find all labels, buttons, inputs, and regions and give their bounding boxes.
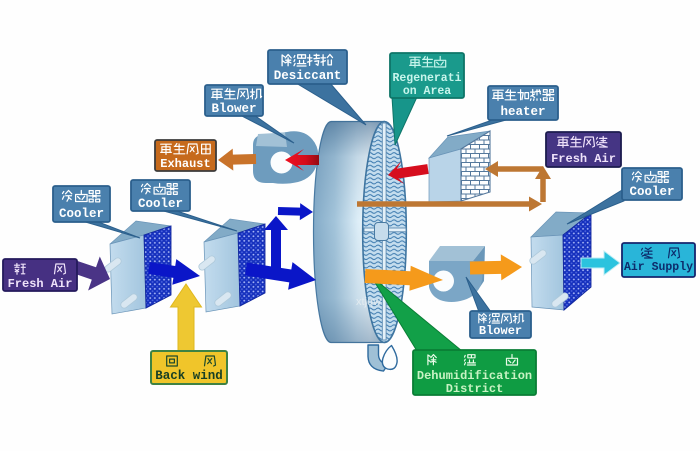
svg-text:Cooler: Cooler (629, 185, 674, 199)
svg-text:Dehumidification: Dehumidification (417, 369, 532, 383)
svg-text:heater: heater (500, 105, 545, 119)
svg-text:Cooler: Cooler (59, 207, 104, 221)
svg-text:Regenerati: Regenerati (392, 72, 461, 85)
svg-text:Back wind: Back wind (155, 369, 223, 383)
svg-text:Cooler: Cooler (138, 197, 183, 211)
svg-text:on Area: on Area (403, 85, 451, 98)
svg-text:Blower: Blower (479, 324, 522, 338)
svg-text:Desiccant: Desiccant (274, 69, 342, 83)
svg-text:Blower: Blower (211, 102, 256, 116)
svg-text:Air Supply: Air Supply (624, 261, 693, 274)
svg-text:Fresh Air: Fresh Air (551, 152, 616, 166)
svg-text:xtjqw: xtjqw (356, 296, 381, 308)
svg-text:District: District (446, 382, 504, 396)
svg-text:Exhaust: Exhaust (160, 157, 210, 171)
svg-text:Fresh Air: Fresh Air (8, 277, 73, 291)
